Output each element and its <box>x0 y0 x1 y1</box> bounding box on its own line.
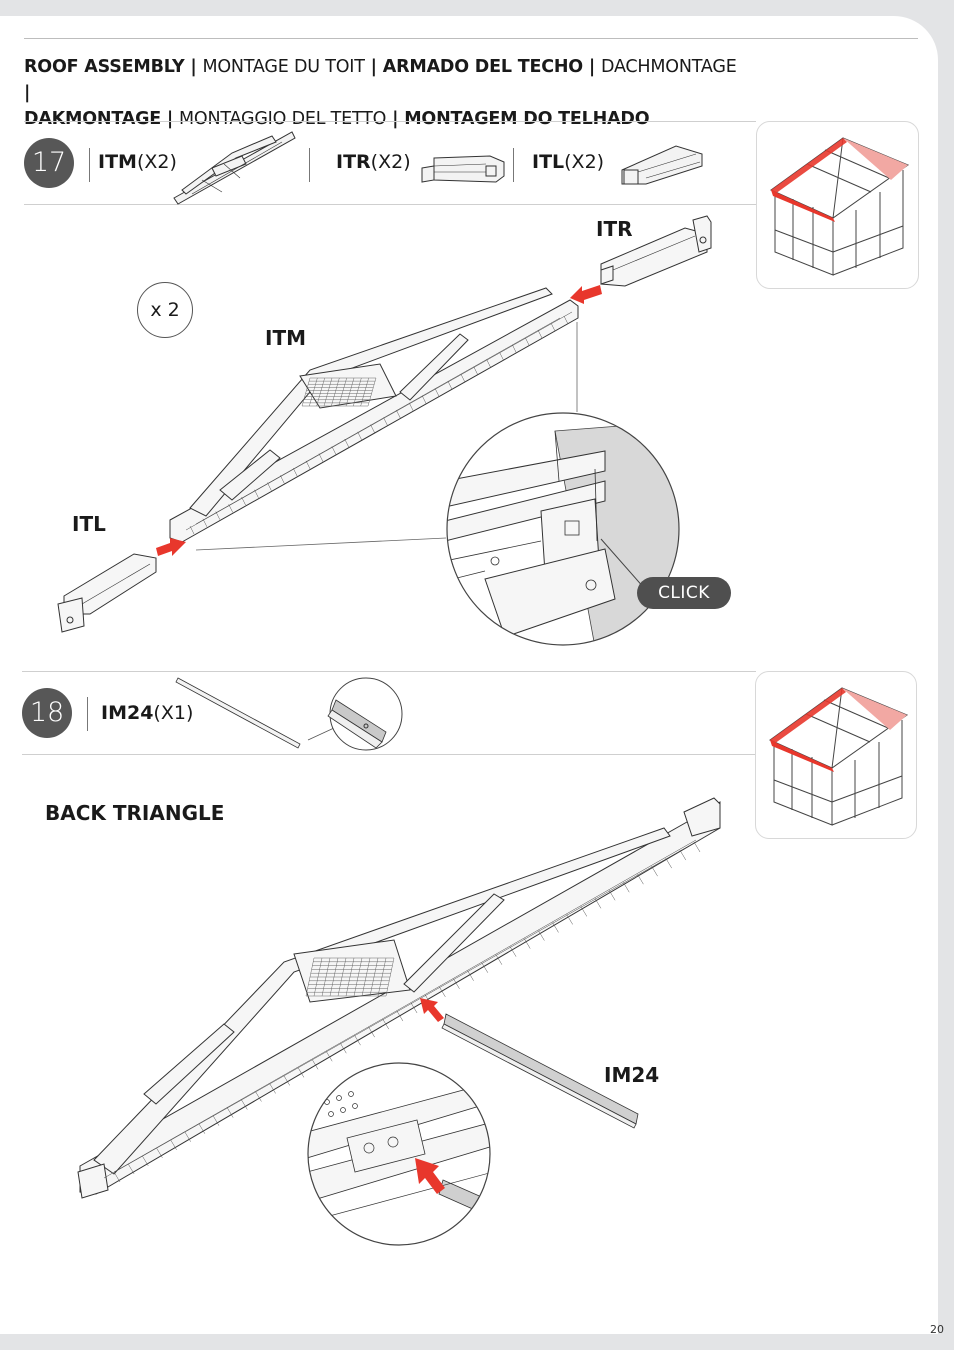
gazebo-icon <box>770 137 910 276</box>
title-segment: | <box>386 109 405 129</box>
title-segment: | <box>583 57 601 77</box>
zoom-detail-click <box>446 412 680 646</box>
step17-number: 17 <box>24 138 74 188</box>
label-itm: ITM <box>265 326 306 350</box>
gazebo-thumbnail-17 <box>756 121 919 289</box>
label-im24: IM24 <box>604 1063 660 1087</box>
step18-number: 18 <box>22 688 72 738</box>
step18-bottom-rule <box>22 754 756 755</box>
itr-connector-drawing <box>600 215 712 287</box>
title-segment: | <box>364 57 383 77</box>
page-number: 20 <box>930 1323 944 1336</box>
im24-part-icon <box>175 677 403 751</box>
step17-top-rule <box>24 121 756 122</box>
label-itr: ITR <box>596 217 633 241</box>
itl-connector-drawing <box>57 553 157 633</box>
part-itr-label: ITR(X2) <box>336 151 411 173</box>
title-segment: MONTAGE DU TOIT <box>202 57 365 77</box>
insert-arrow-itl <box>156 538 186 556</box>
itr-part-icon <box>421 155 505 183</box>
divider <box>87 697 88 731</box>
divider <box>89 148 90 182</box>
header-rule <box>24 38 918 39</box>
click-callout: CLICK <box>637 577 731 609</box>
title-segment: ARMADO DEL TECHO <box>382 57 583 77</box>
itl-part-icon <box>621 145 703 185</box>
title-segment: | <box>161 109 179 129</box>
insert-arrow-itr <box>570 285 602 304</box>
title-segment: DACHMONTAGE <box>600 57 737 77</box>
step18-top-rule <box>22 671 756 672</box>
step17-bottom-rule <box>24 204 756 205</box>
insert-arrow-im24 <box>420 998 444 1022</box>
gazebo-thumbnail-18 <box>755 671 917 839</box>
back-triangle-truss-drawing <box>77 797 721 1199</box>
title-segment: DAKMONTAGE <box>24 109 162 129</box>
zoom-leader-lines <box>195 322 578 551</box>
part-im24-label: IM24(X1) <box>101 702 194 724</box>
divider <box>513 148 514 182</box>
page-title: ROOF ASSEMBLY | MONTAGE DU TOIT | ARMADO… <box>24 54 744 132</box>
im24-bar-drawing <box>441 1013 639 1129</box>
title-segment: | <box>24 83 31 103</box>
divider <box>309 148 310 182</box>
title-line-2: DAKMONTAGE | MONTAGGIO DEL TETTO | MONTA… <box>24 106 744 132</box>
part-itm-label: ITM(X2) <box>98 151 177 173</box>
label-itl: ITL <box>72 512 106 536</box>
title-segment: MONTAGGIO DEL TETTO <box>179 109 387 129</box>
title-line-1: ROOF ASSEMBLY | MONTAGE DU TOIT | ARMADO… <box>24 54 744 106</box>
multiplier-badge: x 2 <box>137 282 193 338</box>
title-segment: ROOF ASSEMBLY <box>24 57 185 77</box>
gazebo-icon <box>769 687 909 826</box>
section-title-back-triangle: BACK TRIANGLE <box>45 801 225 825</box>
itm-part-icon <box>173 131 296 205</box>
itm-truss-drawing <box>169 287 579 543</box>
title-segment: MONTAGEM DO TELHADO <box>404 109 650 129</box>
part-itl-label: ITL(X2) <box>532 151 605 173</box>
title-segment: | <box>184 57 203 77</box>
zoom-detail-im24 <box>307 1062 491 1246</box>
